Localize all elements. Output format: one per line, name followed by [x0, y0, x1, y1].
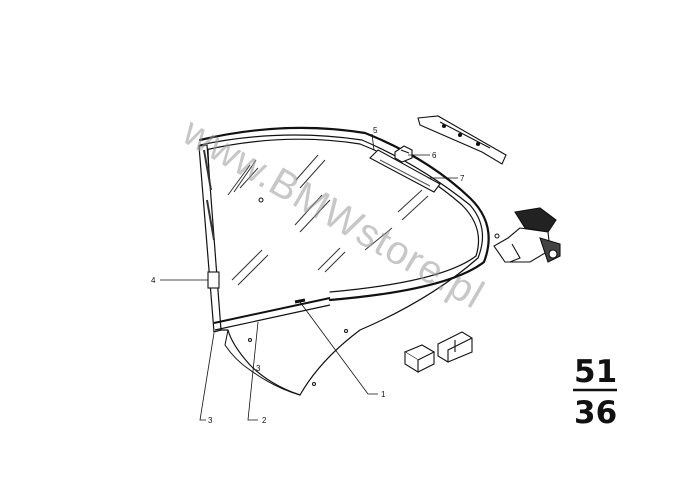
top-bracket — [417, 115, 507, 165]
callout-6: 6 — [432, 151, 437, 160]
seal-piece-7 — [369, 149, 441, 193]
glass-reflections — [227, 154, 429, 286]
callout-3: 3 — [208, 416, 213, 425]
rubber-blocks — [403, 331, 473, 373]
clip-6 — [394, 145, 413, 163]
callout-2: 2 — [262, 416, 267, 425]
callout-7: 7 — [460, 174, 465, 183]
lower-channel — [213, 297, 331, 331]
callout-1: 1 — [381, 390, 386, 399]
callout-5: 5 — [373, 126, 378, 135]
callout-4: 4 — [151, 276, 156, 285]
latch-assembly — [493, 207, 561, 263]
section-number: 51 36 — [573, 354, 617, 431]
section-number-top: 51 — [574, 354, 617, 390]
callout-3-lower: 3 — [256, 364, 261, 373]
window-frame-seal — [198, 126, 490, 302]
leader-lines — [160, 133, 458, 421]
mounting-holes — [248, 197, 500, 386]
section-number-bottom: 36 — [574, 395, 617, 431]
vertical-seal-strip — [198, 144, 222, 333]
